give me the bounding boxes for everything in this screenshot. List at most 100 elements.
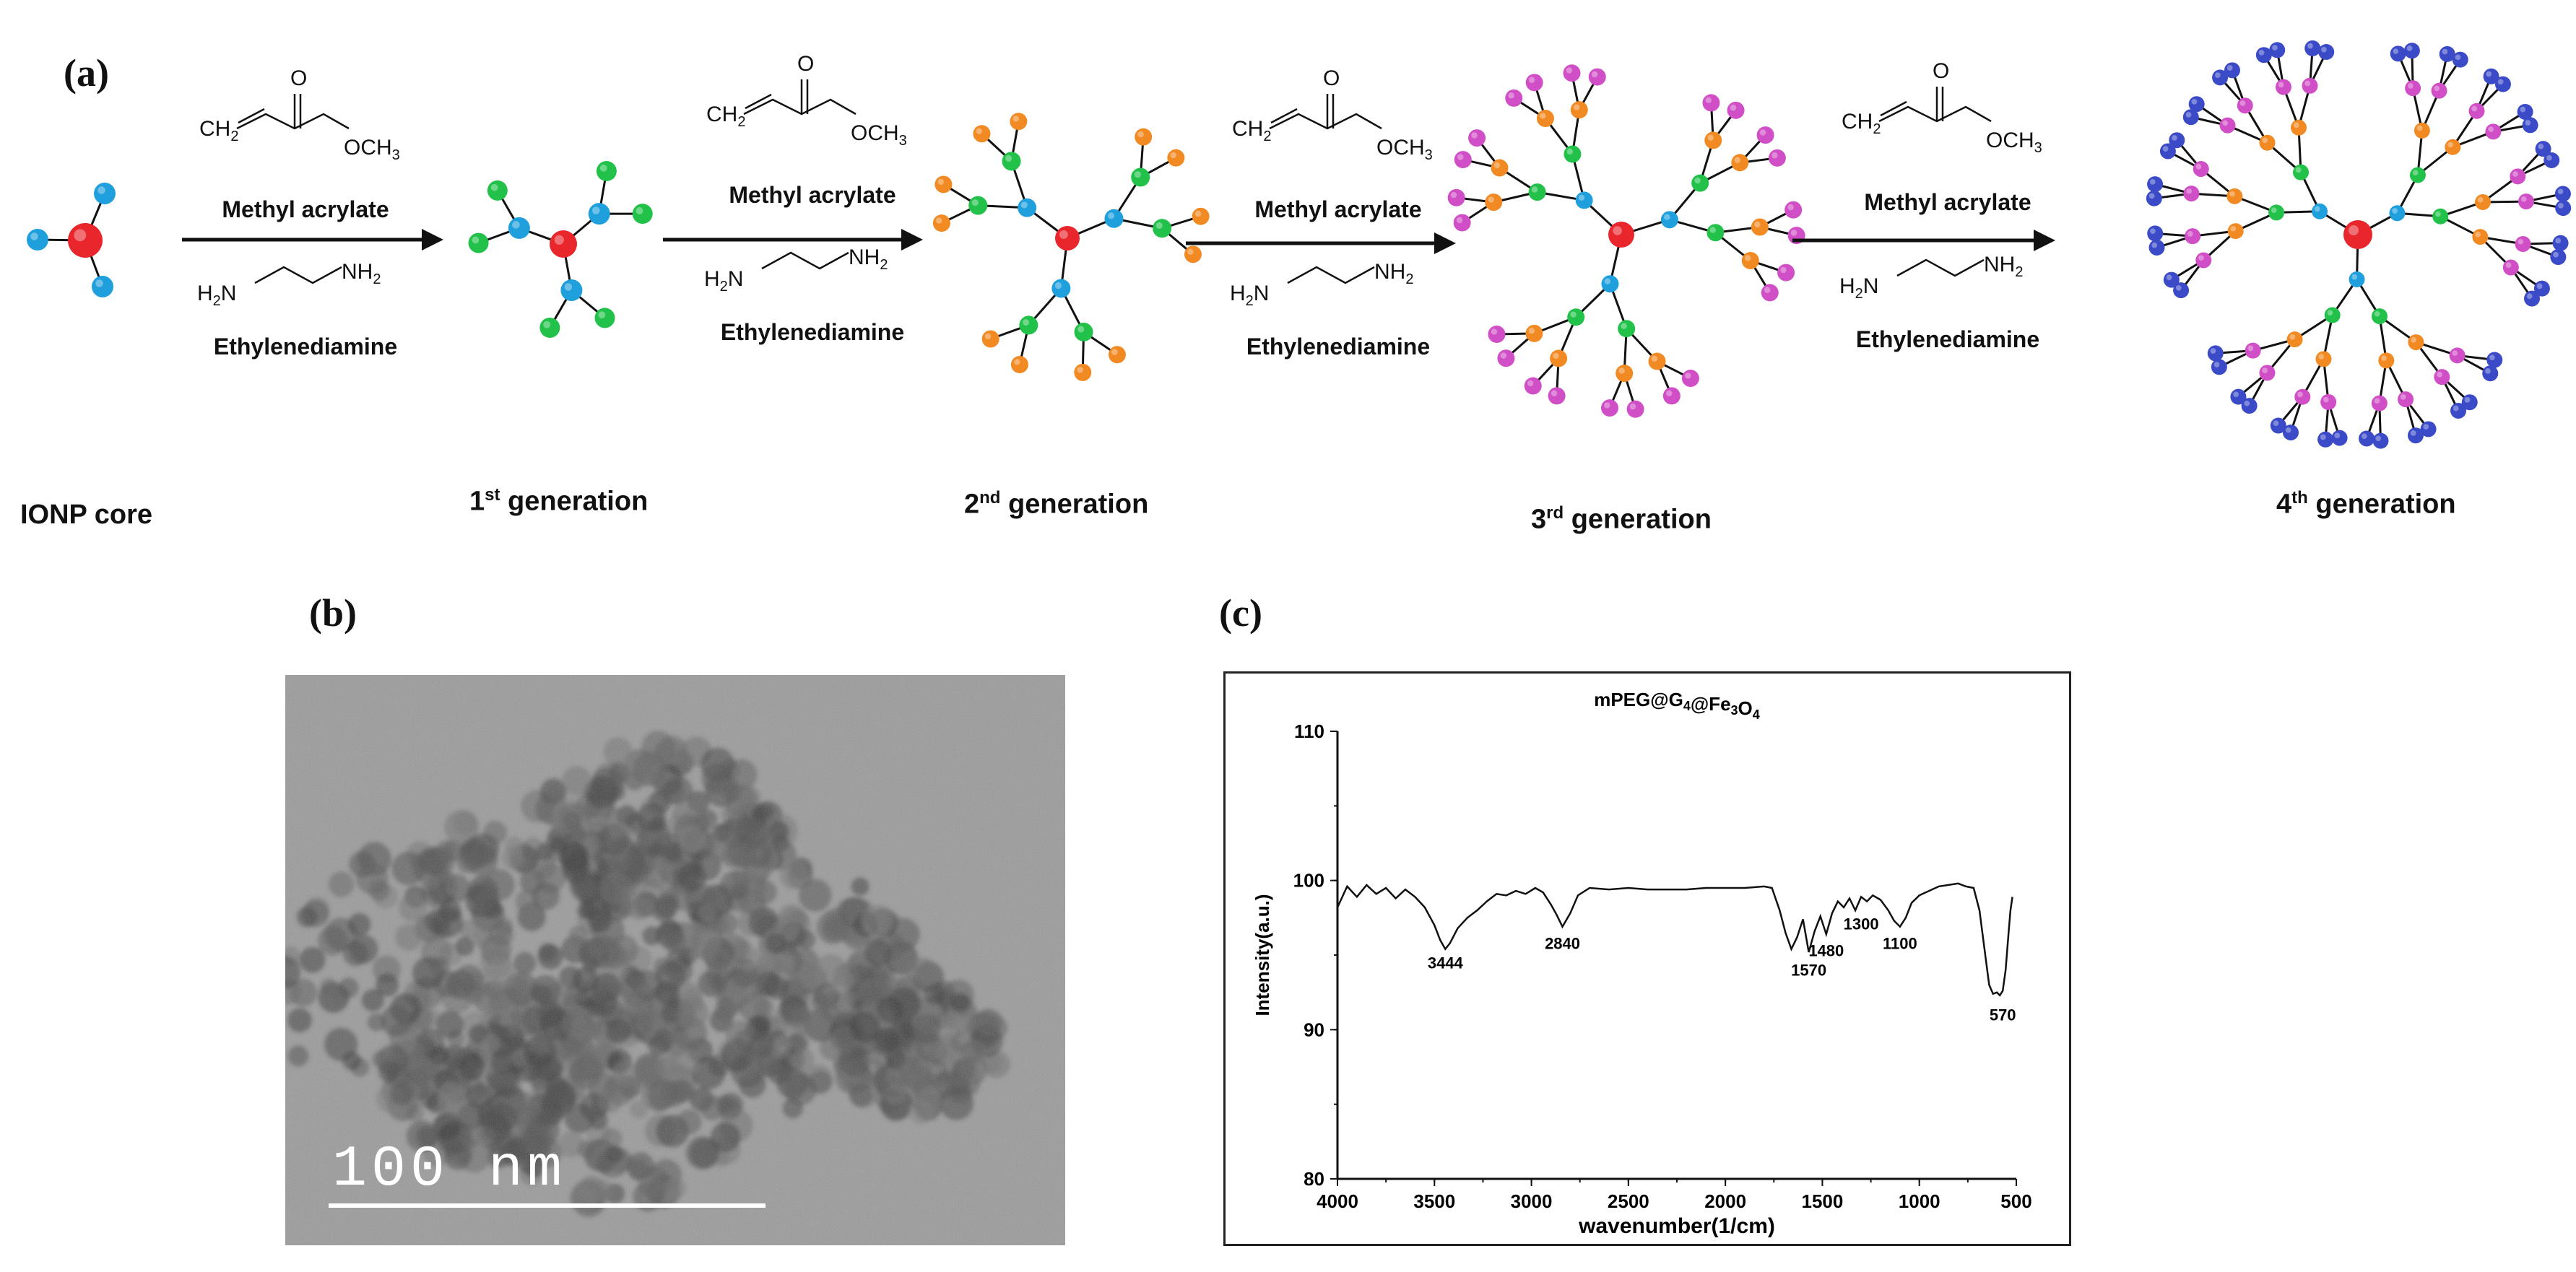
label-2nd-generation: 2nd generation [964, 488, 1149, 520]
branch-node [1741, 251, 1759, 269]
outer-node [2270, 417, 2286, 434]
branch-node [1536, 110, 1554, 128]
acrylate-structure [236, 94, 350, 130]
branch-node [2431, 82, 2447, 99]
diamine-structure [1896, 258, 1985, 277]
acrylate-o-label: O [1323, 66, 1340, 90]
gen1-structure [468, 160, 653, 338]
outer-node [2372, 432, 2389, 449]
acrylate-ch2-label: CH2 [199, 117, 239, 144]
acrylate-structure [1269, 94, 1382, 130]
y-tick-label: 110 [1294, 720, 1324, 742]
branch-node [487, 180, 508, 201]
branch-node [1184, 245, 1202, 263]
diamine-h2n-label: H2N [704, 267, 744, 295]
outer-node [2403, 43, 2420, 59]
acrylate-och3-label: OCH3 [1986, 128, 2042, 156]
branch-node [2474, 193, 2491, 210]
diamine-nh2-label: NH2 [1374, 260, 1414, 287]
branch-node [1525, 74, 1543, 92]
outer-node [2554, 186, 2571, 202]
x-tick-label: 500 [2000, 1190, 2031, 1212]
outer-node [2159, 143, 2176, 160]
outer-node [2207, 345, 2224, 362]
outer-node [2230, 388, 2247, 405]
outer-node [2461, 394, 2478, 411]
branch-node [2472, 229, 2489, 245]
panel-label-c: (c) [1219, 591, 1262, 635]
reagent-methyl-acrylate: Methyl acrylate [1864, 189, 2031, 215]
branch-node [1074, 363, 1092, 381]
gen1-node [94, 183, 116, 204]
branch-node [1548, 387, 1566, 405]
branch-node [1135, 128, 1153, 146]
branch-node [1550, 349, 1568, 367]
branch-node [1010, 356, 1028, 374]
outer-node [2550, 249, 2567, 266]
branch-node [1051, 279, 1071, 298]
outer-node [2147, 176, 2164, 193]
peak-label: 1100 [1883, 934, 1917, 952]
branch-node [1751, 218, 1769, 236]
branch-node [1601, 275, 1619, 293]
branch-node [1756, 126, 1774, 144]
core-node [68, 223, 103, 258]
branch-node [1019, 315, 1038, 335]
acrylate-structure [743, 79, 857, 116]
outer-node [2188, 96, 2205, 113]
x-tick-label: 3000 [1511, 1190, 1553, 1212]
acrylate-o-label: O [1933, 59, 1950, 83]
outer-node [2148, 239, 2165, 256]
diamine-structure [1287, 266, 1375, 284]
outer-node [2146, 190, 2162, 206]
label-1st-generation: 1st generation [469, 485, 649, 517]
branch-node [1777, 263, 1795, 282]
branch-node [968, 196, 988, 215]
acrylate-structure [1878, 87, 1992, 123]
outer-node [2359, 430, 2375, 447]
chart-title: mPEG@G4@Fe3O4 [1594, 689, 1760, 722]
branch-node [932, 214, 950, 232]
x-tick-label: 4000 [1317, 1190, 1358, 1212]
outer-node [2241, 398, 2258, 414]
branch-node [2468, 103, 2485, 119]
branch-node [1468, 129, 1486, 147]
branch-node [1575, 191, 1593, 209]
reagent-ethylenediamine: Ethylenediamine [1246, 334, 1431, 360]
gen3-structure [1447, 64, 1805, 418]
outer-node [2317, 431, 2334, 448]
outer-node [2169, 132, 2185, 149]
y-tick-label: 90 [1304, 1019, 1324, 1040]
x-tick-label: 1500 [1802, 1190, 1844, 1212]
branch-node [1454, 151, 1472, 169]
diamine-nh2-label: NH2 [1984, 253, 2024, 280]
label-ionp-core: IONP core [20, 500, 153, 530]
branch-node [1567, 308, 1585, 326]
branch-node [2219, 117, 2236, 134]
outer-node [2163, 271, 2180, 288]
branch-node [1564, 145, 1582, 163]
branch-node [632, 204, 653, 225]
panel-label-b: (b) [309, 591, 357, 635]
acrylate-och3-label: OCH3 [1376, 136, 1433, 163]
tem-micrograph: 100 nm [285, 675, 1065, 1245]
acrylate-och3-label: OCH3 [851, 121, 907, 149]
branch-node [1153, 219, 1172, 238]
y-tick-label: 80 [1304, 1168, 1324, 1190]
outer-node [2407, 427, 2424, 444]
core-node [1608, 222, 1634, 248]
branch-node [2195, 252, 2212, 269]
branch-node [2286, 331, 2303, 348]
peak-label: 570 [1990, 1006, 2016, 1024]
branch-node [2268, 204, 2285, 221]
branch-node [560, 279, 583, 301]
diamine-h2n-label: H2N [1839, 274, 1879, 302]
branch-node [1505, 89, 1523, 107]
branch-node [1002, 152, 1021, 171]
acrylate-o-label: O [290, 66, 308, 90]
branch-node [1784, 201, 1803, 219]
reagent-ethylenediamine: Ethylenediamine [213, 334, 398, 360]
